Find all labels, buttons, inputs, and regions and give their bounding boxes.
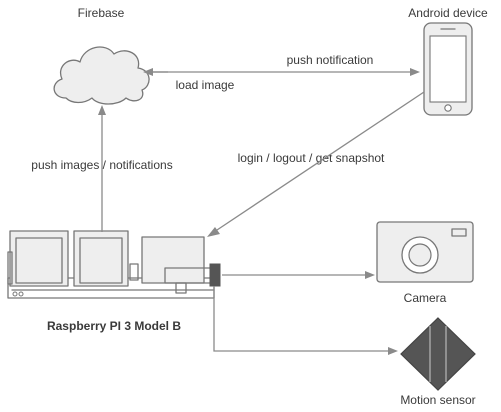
motion-sensor-arrow	[213, 286, 398, 355]
camera-icon	[376, 221, 474, 283]
camera-label: Camera	[404, 291, 447, 305]
camera-arrow	[222, 271, 375, 279]
load-image-arrow	[143, 68, 168, 76]
smartphone-icon	[423, 22, 473, 116]
load-image-label: load image	[176, 78, 235, 92]
push-notification-arrow	[150, 68, 420, 76]
login-logout-arrow	[207, 91, 425, 237]
raspberry-pi-board-icon	[7, 230, 221, 299]
push-images-arrow	[98, 105, 106, 232]
cloud-icon	[53, 46, 150, 105]
android-device-label: Android device	[408, 6, 488, 20]
motion-sensor-icon	[400, 317, 476, 391]
push-notification-label: push notification	[287, 53, 374, 67]
firebase-label: Firebase	[78, 6, 125, 20]
raspberry-pi-label: Raspberry PI 3 Model B	[47, 319, 181, 333]
login-logout-snapshot-label: login / logout / get snapshot	[238, 151, 385, 165]
motion-sensor-label: Motion sensor	[400, 393, 475, 407]
